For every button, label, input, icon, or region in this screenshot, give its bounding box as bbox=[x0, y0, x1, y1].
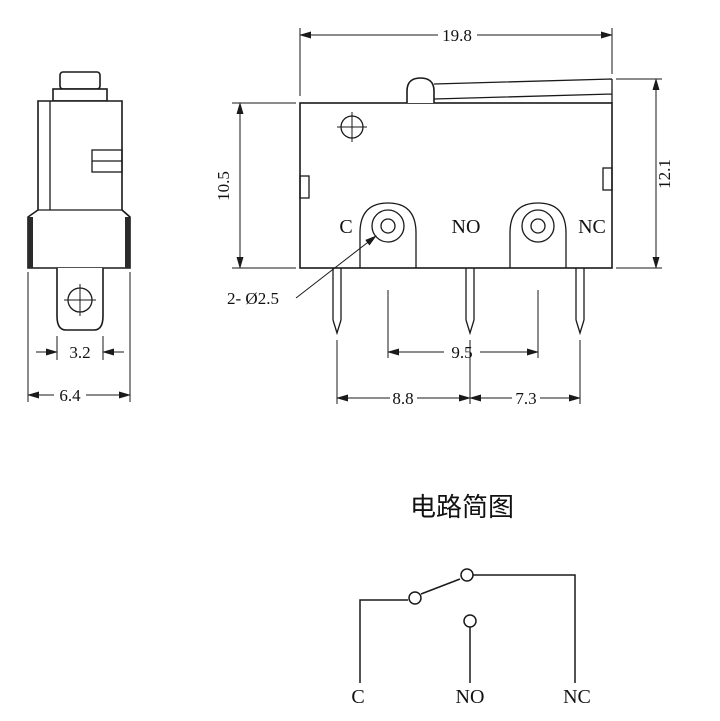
lever-button bbox=[406, 77, 435, 103]
extension-lines-side bbox=[27, 272, 131, 402]
switch-body-front bbox=[299, 102, 613, 269]
terminal-tab-hole-crosshair bbox=[64, 284, 96, 316]
terminal-hole-right bbox=[521, 209, 555, 243]
rib-right bbox=[125, 217, 130, 268]
terminal-label-c: C bbox=[339, 216, 352, 238]
terminal-label-no: NO bbox=[452, 216, 481, 238]
dim-6-4: 6.4 bbox=[59, 386, 81, 405]
pin-no bbox=[465, 268, 475, 336]
mounting-hole-crosshair bbox=[337, 112, 367, 142]
dim-7-3: 7.3 bbox=[515, 389, 536, 408]
circuit-label-no: NO bbox=[456, 686, 485, 708]
rib-left bbox=[28, 217, 33, 268]
wire-c bbox=[359, 599, 408, 683]
switch-body-side bbox=[27, 100, 131, 269]
terminal-hole-left bbox=[371, 209, 405, 243]
pin-c bbox=[332, 268, 342, 336]
front-view: C NO NC bbox=[299, 77, 613, 336]
hole-callout-leader bbox=[295, 235, 377, 299]
switch-blade bbox=[420, 578, 461, 595]
switch-lever bbox=[433, 78, 613, 103]
dim-9-5: 9.5 bbox=[451, 343, 472, 362]
side-view bbox=[27, 71, 131, 331]
no-contact bbox=[463, 614, 477, 628]
circuit-label-c: C bbox=[351, 686, 364, 708]
front-view-dimensions: 19.8 10.5 12.1 9.5 8.8 7.3 bbox=[214, 26, 674, 408]
terminal-label-nc: NC bbox=[578, 216, 606, 238]
body-notch-left bbox=[299, 175, 310, 199]
body-notch-right bbox=[602, 167, 613, 191]
terminal-boss-right bbox=[509, 202, 567, 268]
plunger-cap bbox=[59, 71, 101, 90]
side-view-dimensions: 3.2 6.4 bbox=[27, 272, 131, 405]
circuit-diagram: 电路简图 C NO NC bbox=[351, 493, 591, 708]
nc-contact bbox=[460, 568, 474, 582]
wire-nc bbox=[473, 574, 576, 683]
extension-lines-hole-spacing bbox=[387, 290, 539, 358]
dim-12-1: 12.1 bbox=[655, 159, 674, 189]
terminal-hole-left-inner bbox=[380, 218, 396, 234]
pin-nc bbox=[575, 268, 585, 336]
dim-19-8: 19.8 bbox=[442, 26, 472, 45]
extension-lines-left bbox=[232, 102, 296, 269]
extension-lines-pin-spacing bbox=[336, 340, 581, 404]
dim-8-8: 8.8 bbox=[392, 389, 413, 408]
hole-callout: 2- Ø2.5 bbox=[227, 289, 279, 308]
terminal-boss-left bbox=[359, 202, 417, 268]
pivot-contact bbox=[408, 591, 422, 605]
circuit-title: 电路简图 bbox=[410, 493, 514, 522]
terminal-hole-right-inner bbox=[530, 218, 546, 234]
dim-10-5: 10.5 bbox=[214, 171, 233, 201]
circuit-label-nc: NC bbox=[563, 686, 591, 708]
plunger-collar bbox=[52, 88, 108, 102]
dim-3-2: 3.2 bbox=[69, 343, 90, 362]
